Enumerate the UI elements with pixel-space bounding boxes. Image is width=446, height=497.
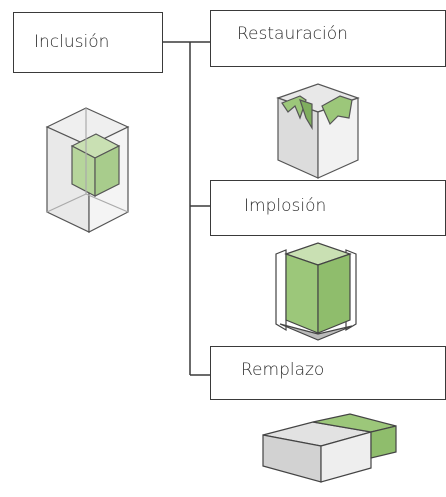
inclusion-illustration <box>45 107 130 233</box>
implosion-illustration <box>275 242 357 341</box>
node-remplazo: Remplazo <box>210 346 446 400</box>
node-restauracion: Restauración <box>210 10 446 67</box>
node-inclusion-label: Inclusión <box>34 32 110 52</box>
restauracion-illustration <box>276 83 360 179</box>
tree-connectors <box>163 41 210 376</box>
node-implosion-label: Implosión <box>244 196 327 216</box>
remplazo-illustration <box>262 413 397 483</box>
node-restauracion-label: Restauración <box>237 24 348 44</box>
node-remplazo-label: Remplazo <box>241 360 325 380</box>
node-inclusion: Inclusión <box>13 12 163 73</box>
node-implosion: Implosión <box>210 180 446 236</box>
